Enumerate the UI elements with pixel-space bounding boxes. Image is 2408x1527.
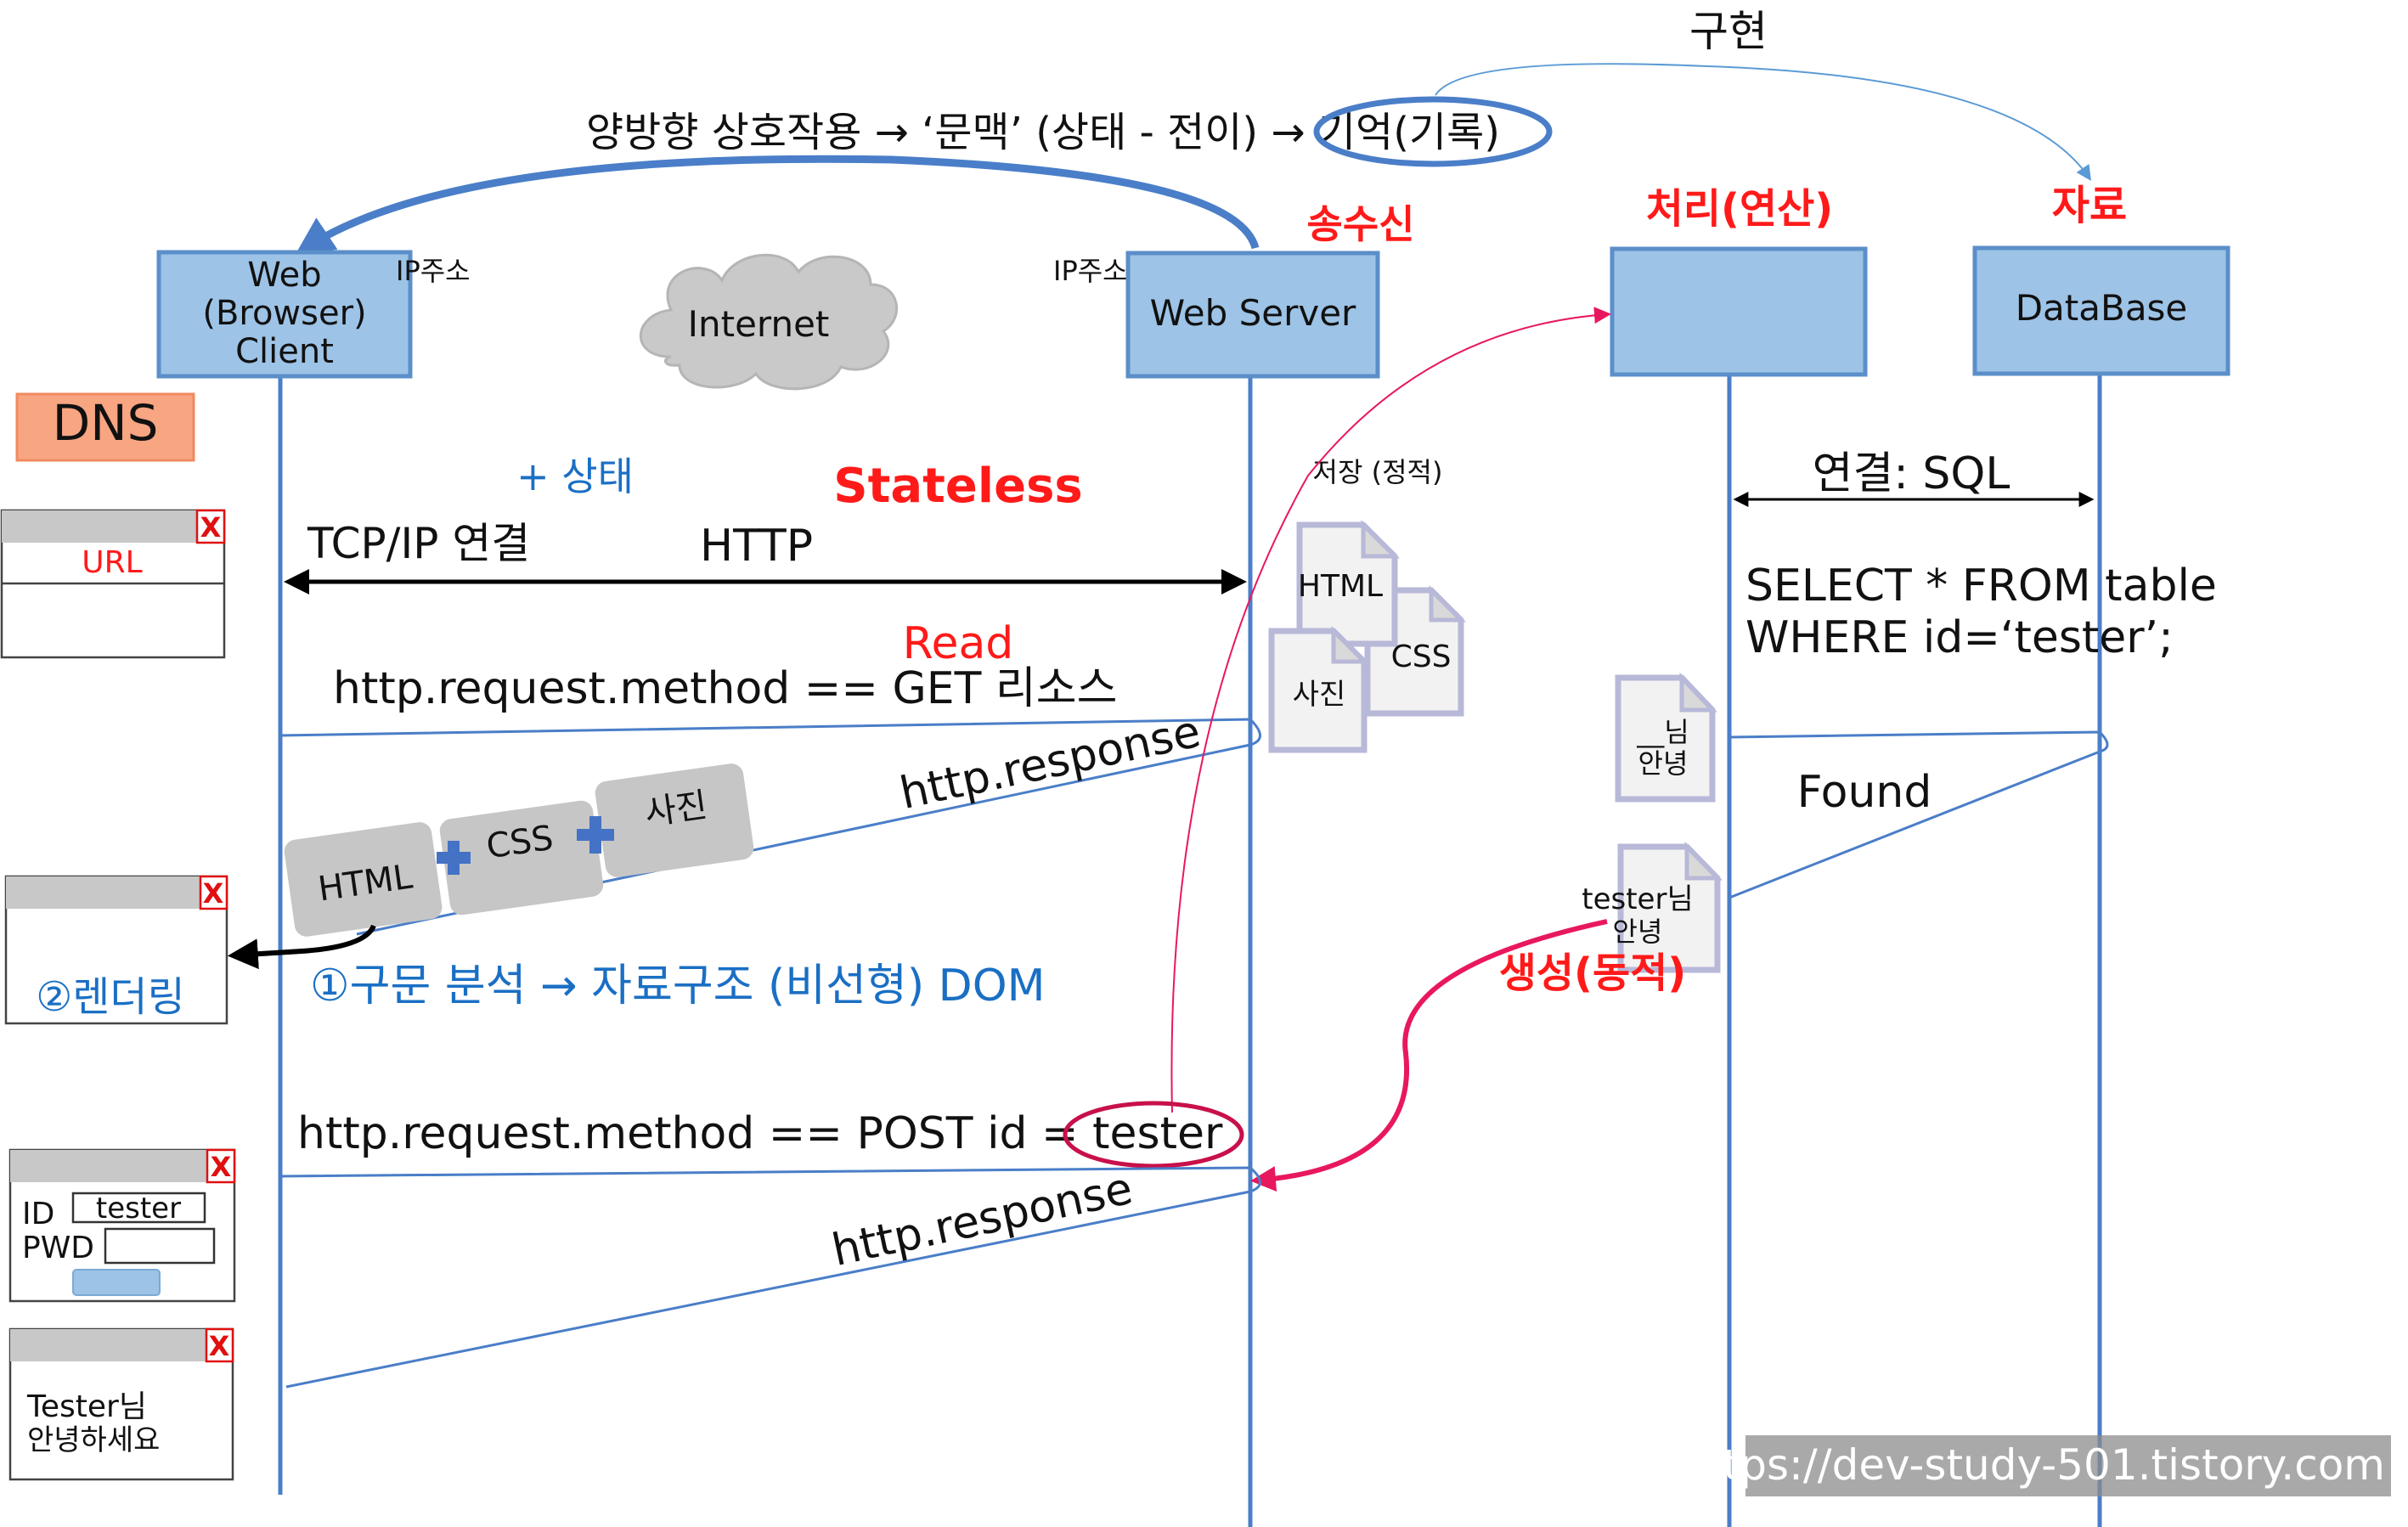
sql-line1: SELECT * FROM table bbox=[1745, 561, 2217, 611]
result-doc bbox=[1617, 841, 1723, 973]
client-ip-label: IP주소 bbox=[396, 255, 471, 287]
client-label-line1: Web bbox=[247, 256, 321, 295]
post-forward-arrow bbox=[1170, 307, 1611, 1113]
top-label: 구현 bbox=[1689, 7, 1768, 56]
greeting-line2: 안녕하세요 bbox=[27, 1423, 160, 1457]
database-role-label: 자료 bbox=[2052, 182, 2127, 229]
url-window: X bbox=[0, 509, 226, 659]
get-request-label: http.request.method == GET 리소스 bbox=[333, 663, 1117, 714]
url-field[interactable]: URL bbox=[82, 545, 142, 580]
database-label: DataBase bbox=[2016, 287, 2188, 329]
generate-arrow bbox=[1250, 919, 1608, 1192]
found-label: Found bbox=[1797, 767, 1932, 818]
render-arrow bbox=[227, 924, 376, 970]
render-window-close-icon: X bbox=[203, 877, 224, 910]
post-request-label: http.request.method == POST id = tester bbox=[297, 1108, 1223, 1159]
database-box bbox=[1972, 245, 2230, 376]
server-label: Web Server bbox=[1150, 292, 1356, 334]
internet-label: Internet bbox=[688, 303, 830, 345]
login-window: X bbox=[8, 1148, 236, 1303]
static-photo-file bbox=[1268, 625, 1370, 753]
watermark: https://dev-study-501.tistory.com bbox=[1679, 1440, 2385, 1490]
login-window-close-icon: X bbox=[211, 1151, 232, 1183]
stateless-label: Stateless bbox=[833, 459, 1082, 514]
client-label-line2: (Browser) bbox=[202, 294, 366, 333]
url-window-close-button[interactable] bbox=[195, 509, 226, 544]
caption-top: 양방향 상호작용 → ‘문맥’ (상태 - 전이) → 기억(기록) bbox=[586, 109, 1500, 156]
greeting-line1: Tester님 bbox=[26, 1389, 147, 1424]
found-exchange-line bbox=[1728, 730, 2109, 899]
plus-state-label: + 상태 bbox=[516, 454, 634, 499]
template-doc bbox=[1615, 672, 1717, 803]
implement-arrow bbox=[1435, 63, 2092, 181]
client-box bbox=[156, 250, 413, 379]
memory-highlight-ellipse bbox=[1313, 96, 1553, 167]
server-role-label: 송수신 bbox=[1307, 201, 1415, 247]
pwd-label: PWD bbox=[22, 1231, 94, 1265]
id-input[interactable] bbox=[71, 1192, 206, 1224]
render-window: X bbox=[4, 875, 228, 1025]
post-id-highlight-ellipse bbox=[1063, 1101, 1244, 1169]
plus-icon-1 bbox=[437, 841, 471, 875]
interaction-arrow bbox=[295, 155, 1260, 255]
post-exchange-line bbox=[279, 1166, 1261, 1389]
chip-css-label: CSS bbox=[484, 819, 555, 867]
greeting-window-close-button[interactable] bbox=[205, 1327, 234, 1363]
generate-label: 생성(동적) bbox=[1499, 949, 1687, 997]
id-label: ID bbox=[22, 1197, 54, 1231]
response2-label: http.response bbox=[827, 1164, 1136, 1276]
chip-photo-label: 사진 bbox=[642, 786, 709, 833]
http-label: HTTP bbox=[700, 521, 813, 572]
static-photo-label: 사진 bbox=[1293, 678, 1346, 712]
processor-box bbox=[1610, 246, 1868, 377]
resource-chips bbox=[284, 764, 754, 937]
sql-link-label: 연결: SQL bbox=[1813, 448, 2010, 499]
watermark-band bbox=[1745, 1435, 2391, 1496]
tcp-label: TCP/IP 연결 bbox=[307, 519, 530, 568]
template-doc-line1: __님 bbox=[1636, 716, 1689, 748]
result-doc-line2: 안녕 bbox=[1613, 916, 1663, 948]
internet-cloud bbox=[639, 253, 898, 391]
url-window-close-icon: X bbox=[200, 511, 222, 544]
pwd-input[interactable] bbox=[104, 1227, 216, 1265]
server-box bbox=[1125, 251, 1380, 379]
id-input-value: tester bbox=[96, 1192, 181, 1226]
plus-icon-2 bbox=[577, 816, 614, 854]
dns-box bbox=[15, 392, 195, 462]
render-label: ②렌더링 bbox=[36, 973, 185, 1021]
sql-line2: WHERE id=‘tester’; bbox=[1745, 612, 2174, 663]
greeting-window-close-icon: X bbox=[209, 1330, 230, 1362]
storage-label: 저장 (정적) bbox=[1313, 456, 1443, 488]
static-html-label: HTML bbox=[1298, 569, 1383, 604]
client-label-line3: Client bbox=[235, 332, 334, 371]
login-window-close-button[interactable] bbox=[206, 1148, 236, 1184]
dns-label: DNS bbox=[53, 394, 159, 452]
read-label: Read bbox=[903, 618, 1014, 669]
static-css-label: CSS bbox=[1391, 640, 1452, 674]
login-submit-button[interactable] bbox=[72, 1269, 161, 1296]
processor-role-label: 처리(연산) bbox=[1646, 185, 1834, 233]
greeting-window: X bbox=[8, 1327, 234, 1481]
server-ip-label: IP주소 bbox=[1053, 255, 1128, 287]
parse-label: ①구문 분석 → 자료구조 (비선형) DOM bbox=[310, 961, 1046, 1011]
template-doc-line2: 안녕 bbox=[1638, 747, 1689, 780]
render-window-close-button[interactable] bbox=[199, 875, 228, 910]
get-exchange-line bbox=[279, 718, 1261, 936]
result-doc-line1: tester님 bbox=[1582, 882, 1693, 916]
static-html-file bbox=[1296, 519, 1401, 647]
